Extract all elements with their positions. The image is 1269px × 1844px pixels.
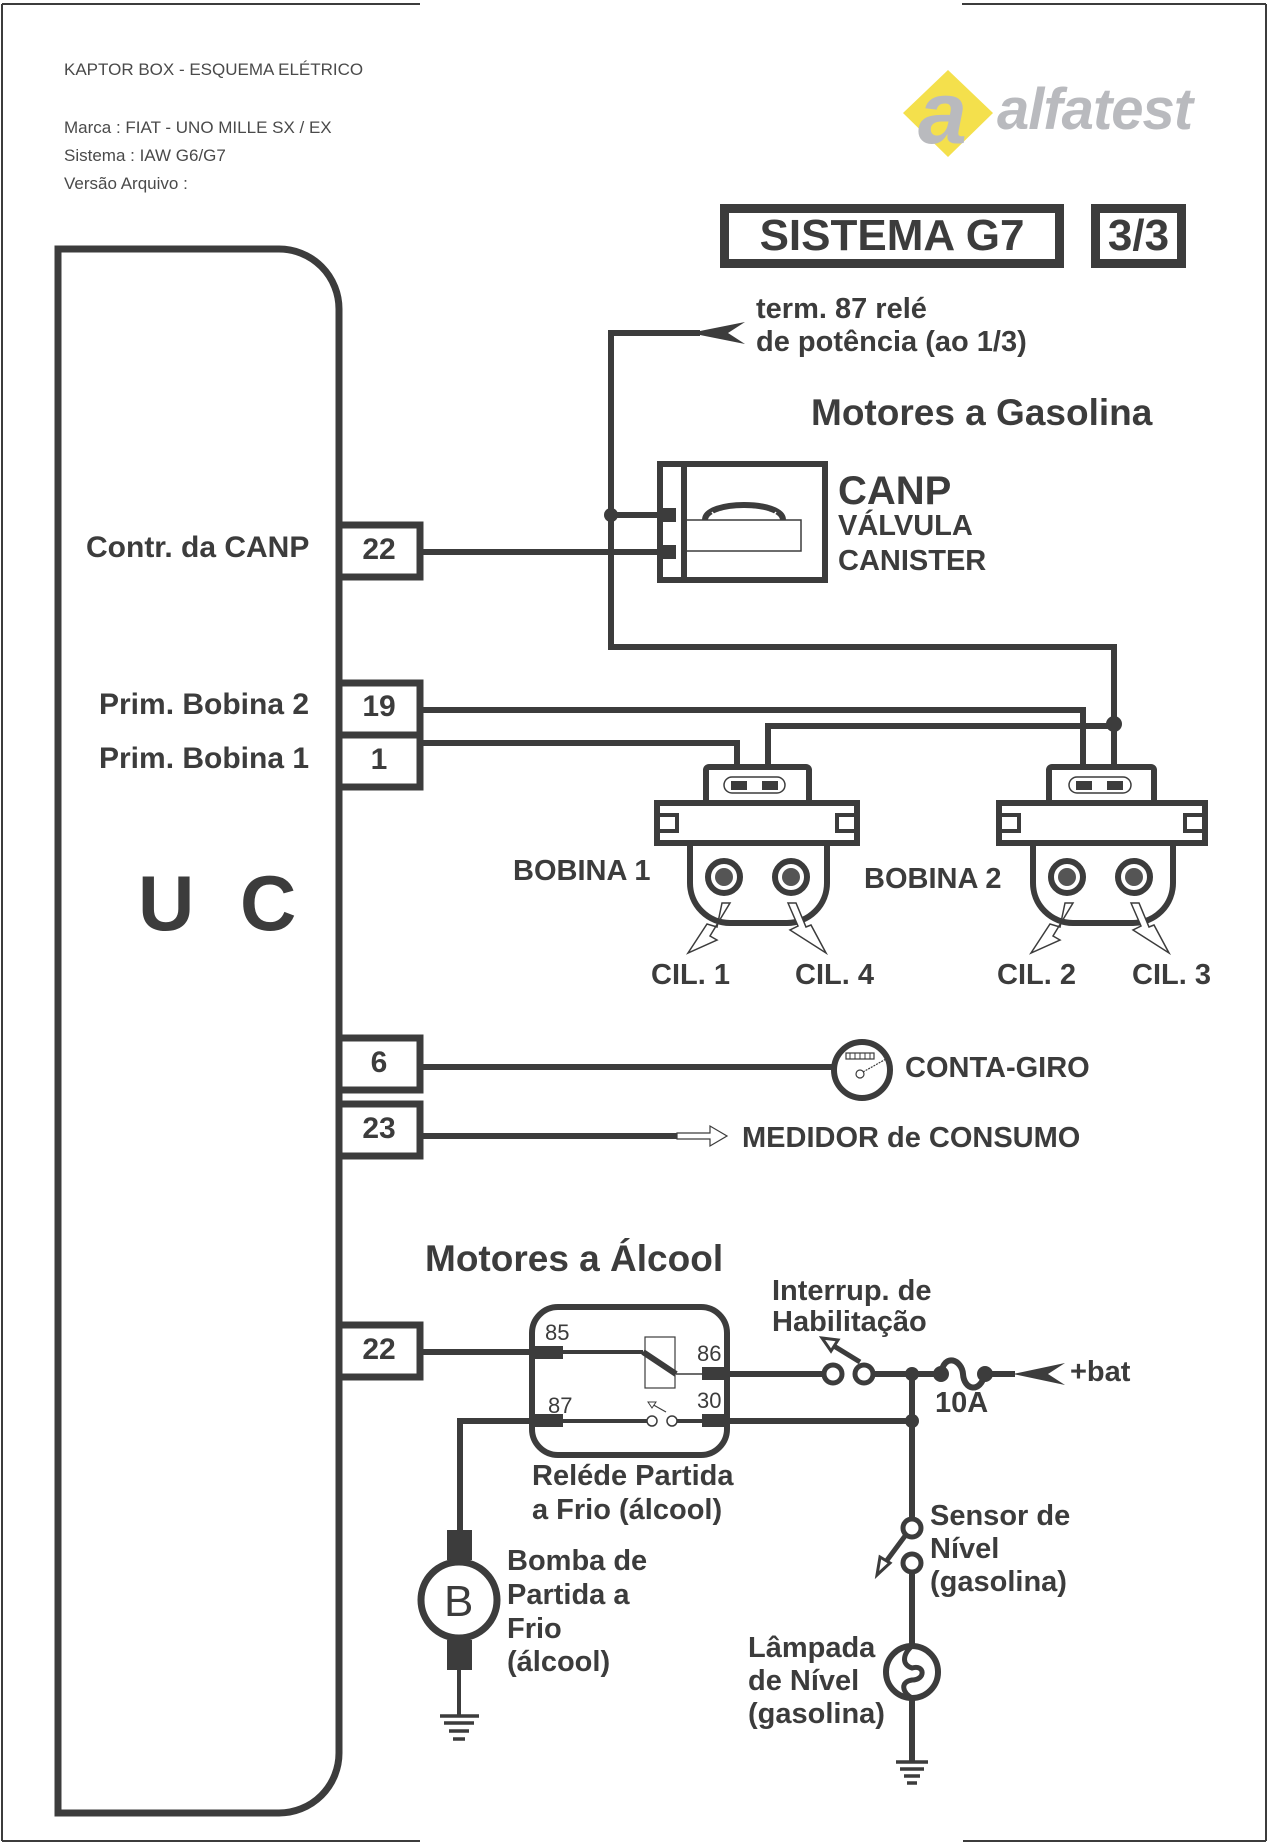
- sensor-label: Sensor de: [930, 1500, 1071, 1532]
- junction-dot: [1106, 716, 1122, 732]
- conta-giro-label: CONTA-GIRO: [905, 1052, 1090, 1084]
- term87-label: term. 87 relé: [756, 293, 927, 325]
- lamp-label-2: de Nível: [748, 1665, 860, 1697]
- pump-label-2: Partida a: [507, 1579, 630, 1611]
- open-arrow-icon: [676, 1124, 729, 1148]
- page-frame: [1, 3, 1267, 1842]
- relay-label-2: a Frio (álcool): [532, 1494, 723, 1526]
- pin-label-bobina2: Prim. Bobina 2: [99, 688, 310, 721]
- canp-label: CANP: [838, 469, 952, 513]
- page-number-box: 3/3: [1091, 204, 1186, 268]
- relay-terminal-30: 30: [697, 1388, 722, 1413]
- cil4-label: CIL. 4: [795, 959, 874, 991]
- ignition-coil-2: [996, 764, 1208, 956]
- canp-label-3: CANISTER: [838, 545, 987, 577]
- junction-dot: [604, 508, 618, 522]
- section-title-gasolina: Motores a Gasolina: [811, 392, 1153, 433]
- sistema-line: Sistema : IAW G6/G7: [64, 146, 226, 165]
- bobina2-label: BOBINA 2: [864, 863, 1002, 895]
- pin-number: 22: [362, 1333, 396, 1366]
- pump-label-4: (álcool): [507, 1646, 611, 1678]
- cold-start-relay: [529, 1304, 730, 1458]
- document-title: KAPTOR BOX - ESQUEMA ELÉTRICO: [64, 60, 364, 79]
- junction-dot: [905, 1414, 919, 1428]
- system-title-box: SISTEMA G7: [720, 204, 1064, 268]
- logo-text: alfatest: [997, 77, 1193, 142]
- logo-letter: a: [918, 63, 967, 162]
- relay-label: Reléde Partida: [532, 1460, 734, 1492]
- pin-label-bobina1: Prim. Bobina 1: [99, 742, 310, 775]
- relay-terminal-86: 86: [697, 1341, 722, 1366]
- canp-label-2: VÁLVULA: [838, 510, 973, 542]
- enable-switch-icon: [818, 1336, 876, 1386]
- pin-label-canp: Contr. da CANP: [86, 531, 310, 564]
- pin-boxes: [335, 521, 424, 1381]
- relay-terminal-85: 85: [545, 1320, 570, 1345]
- marca-line: Marca : FIAT - UNO MILLE SX / EX: [64, 118, 332, 137]
- bobina1-label: BOBINA 1: [513, 855, 651, 887]
- relay-terminal-87: 87: [548, 1393, 573, 1418]
- ground-icon: [440, 1714, 479, 1741]
- junction-dot: [905, 1367, 919, 1381]
- fuse-icon: [933, 1357, 993, 1391]
- ignition-wiring: [420, 707, 1117, 767]
- section-title-alcool: Motores a Álcool: [425, 1238, 724, 1279]
- versao-line: Versão Arquivo :: [64, 174, 188, 193]
- term87-label-2: de potência (ao 1/3): [756, 326, 1027, 358]
- pin-number: 1: [370, 743, 388, 776]
- uc-box: [54, 245, 343, 1817]
- lamp-label: Lâmpada: [748, 1632, 876, 1664]
- ignition-coil-1: [654, 764, 860, 956]
- pump-motor-icon: [417, 1530, 501, 1716]
- cil1-label: CIL. 1: [651, 959, 730, 991]
- interrup-label: Interrup. de: [772, 1275, 932, 1307]
- system-title: SISTEMA G7: [759, 211, 1025, 260]
- cil3-label: CIL. 3: [1132, 959, 1211, 991]
- cil2-label: CIL. 2: [997, 959, 1076, 991]
- pin-number: 23: [362, 1112, 396, 1145]
- level-lamp-icon: [883, 1643, 941, 1701]
- level-sensor-icon: [874, 1516, 924, 1580]
- interrup-label-2: Habilitação: [772, 1306, 927, 1338]
- bat-arrow: [1013, 1363, 1065, 1385]
- fuse-label: 10A: [935, 1387, 989, 1419]
- pump-letter: B: [444, 1577, 474, 1626]
- pump-label-3: Frio: [507, 1613, 562, 1645]
- bat-label: +bat: [1070, 1356, 1131, 1388]
- page-number: 3/3: [1107, 211, 1170, 260]
- term87-arrow: [690, 322, 745, 344]
- pump-label: Bomba de: [507, 1545, 648, 1577]
- canp-valve: [657, 461, 828, 583]
- ground-icon: [896, 1760, 928, 1785]
- medidor-label: MEDIDOR de CONSUMO: [742, 1122, 1081, 1154]
- sensor-label-2: Nível: [930, 1533, 1000, 1565]
- sensor-label-3: (gasolina): [930, 1566, 1067, 1598]
- tachometer-icon: [831, 1039, 893, 1101]
- pin-number: 6: [370, 1046, 388, 1079]
- pin-number: 22: [362, 533, 396, 566]
- uc-label: U C: [138, 859, 309, 947]
- lamp-label-3: (gasolina): [748, 1698, 885, 1730]
- pin-number: 19: [362, 690, 396, 723]
- alfatest-logo-icon: [903, 70, 993, 157]
